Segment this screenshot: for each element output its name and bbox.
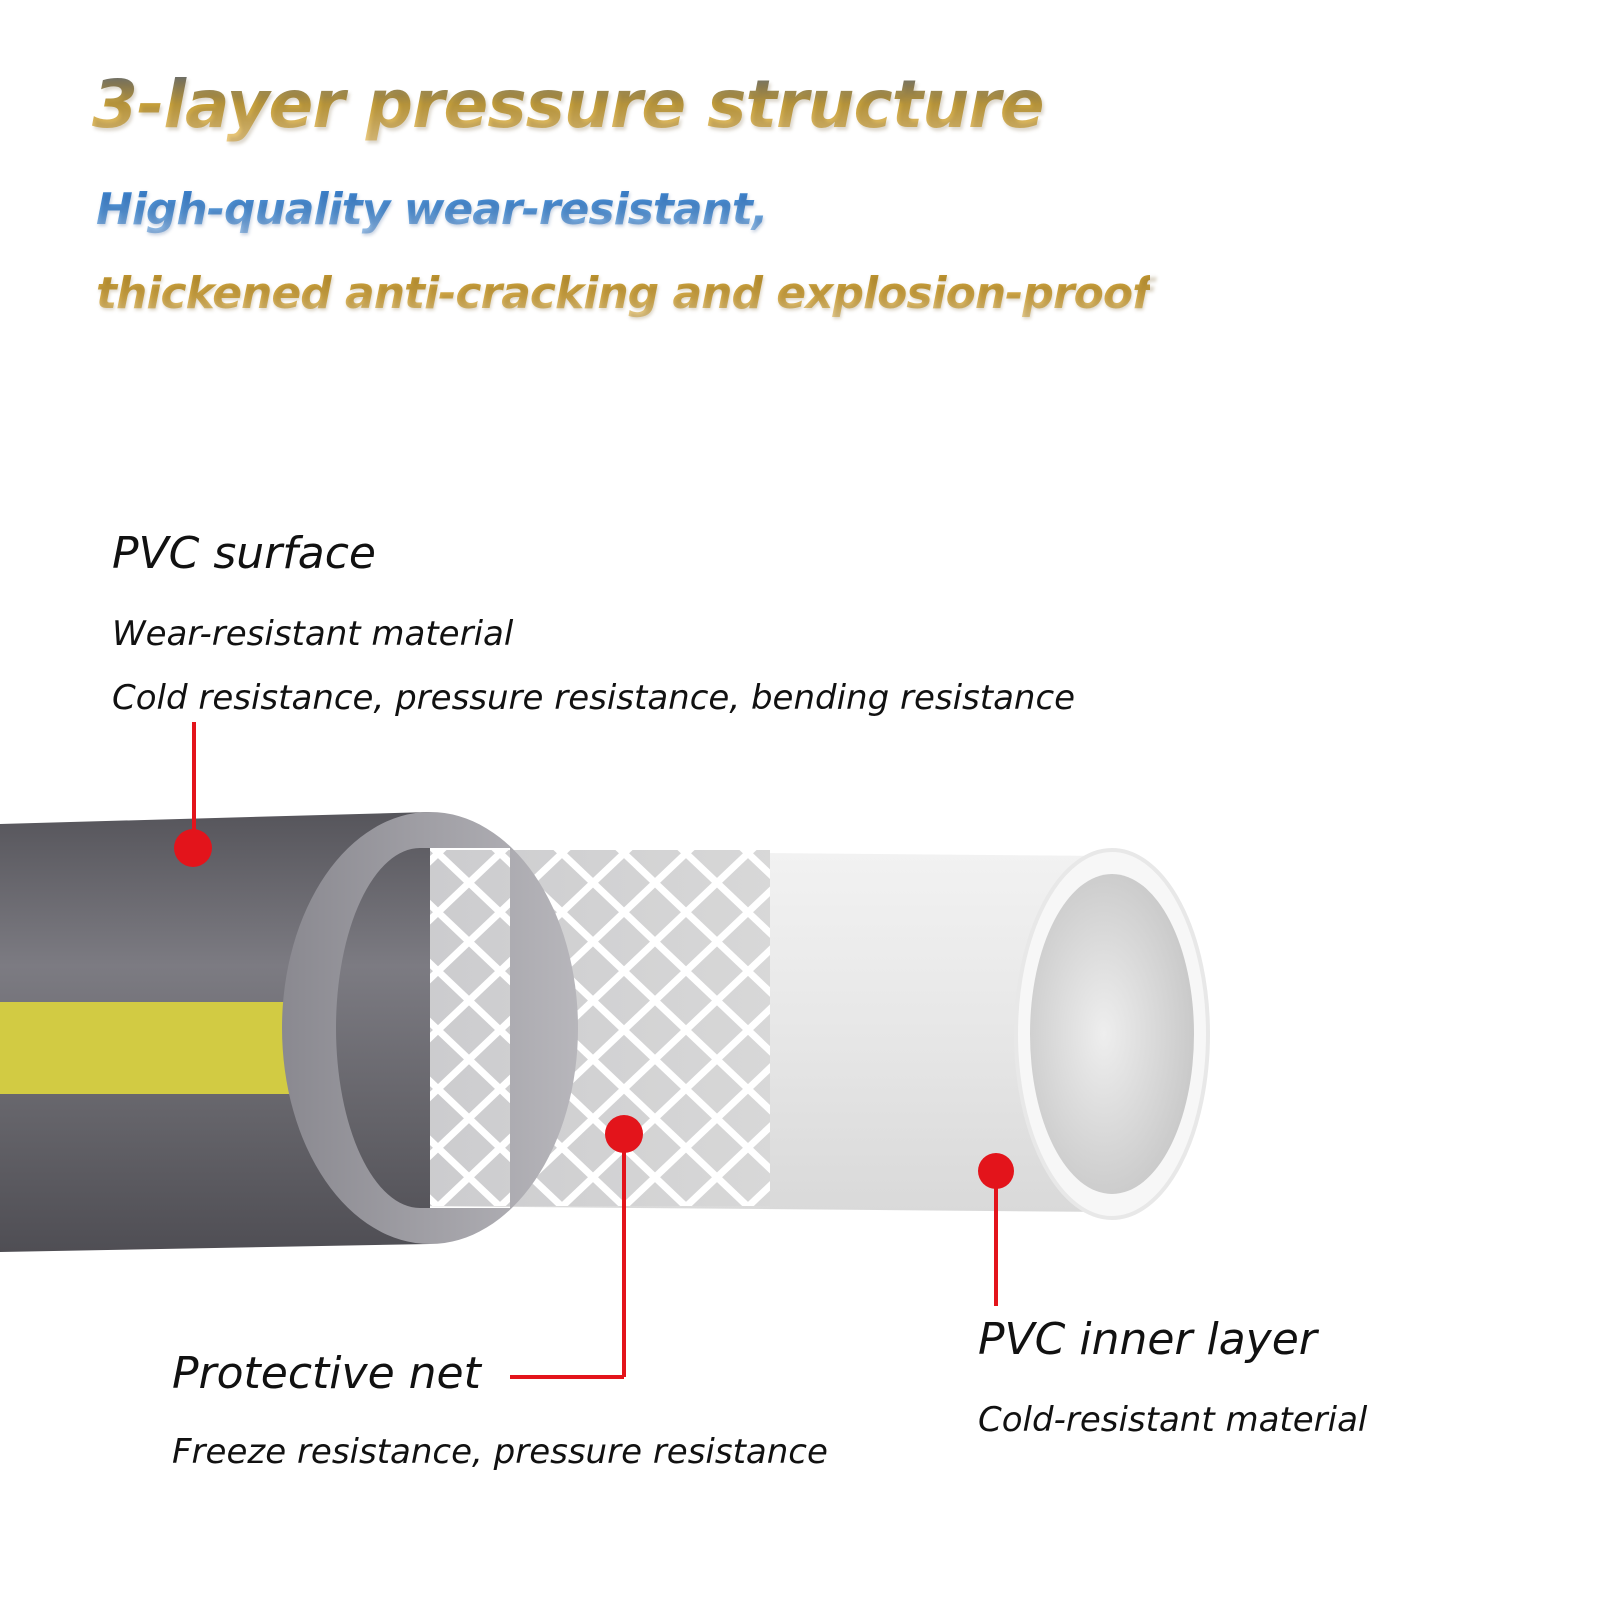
net-strand <box>483 850 770 1206</box>
subtitle-line-1: High-quality wear-resistant, <box>96 184 769 235</box>
net-strand <box>1168 840 1568 1220</box>
callout-outer <box>174 722 212 867</box>
desc-pvc-inner-layer-1: Cold-resistant material <box>978 1400 1368 1440</box>
callout-net <box>510 1115 643 1379</box>
callout-inner <box>978 1153 1014 1306</box>
net-strand <box>365 850 517 1206</box>
yellow-stripe <box>0 1002 330 1094</box>
label-pvc-surface: PVC surface <box>112 528 376 579</box>
marker-dot-net <box>605 1115 643 1153</box>
net-strand <box>545 850 770 1206</box>
net-strand <box>669 850 770 1206</box>
net-strand <box>365 850 517 1206</box>
net-strand <box>607 850 770 1206</box>
desc-pvc-surface-2: Cold resistance, pressure resistance, be… <box>112 678 1076 718</box>
marker-dot-outer <box>174 829 212 867</box>
net-strand <box>421 850 770 1206</box>
outer-ring <box>282 812 578 1244</box>
subtitle-line-2: thickened anti-cracking and explosion-pr… <box>96 268 1151 319</box>
net-strand <box>1230 840 1600 1220</box>
label-protective-net: Protective net <box>172 1348 481 1399</box>
label-pvc-inner-layer: PVC inner layer <box>978 1314 1317 1365</box>
net-strand <box>1230 840 1600 1220</box>
net-strand <box>1168 840 1568 1220</box>
inner-tube-opening <box>1030 874 1194 1194</box>
marker-dot-inner <box>978 1153 1014 1189</box>
desc-pvc-surface-1: Wear-resistant material <box>112 614 514 654</box>
net-strand <box>607 850 770 1206</box>
outer-hose <box>0 812 578 1252</box>
page-title: 3-layer pressure structure <box>92 66 1044 143</box>
net-strand <box>365 850 641 1206</box>
net-strand <box>669 850 770 1206</box>
desc-protective-net-1: Freeze resistance, pressure resistance <box>172 1432 828 1472</box>
